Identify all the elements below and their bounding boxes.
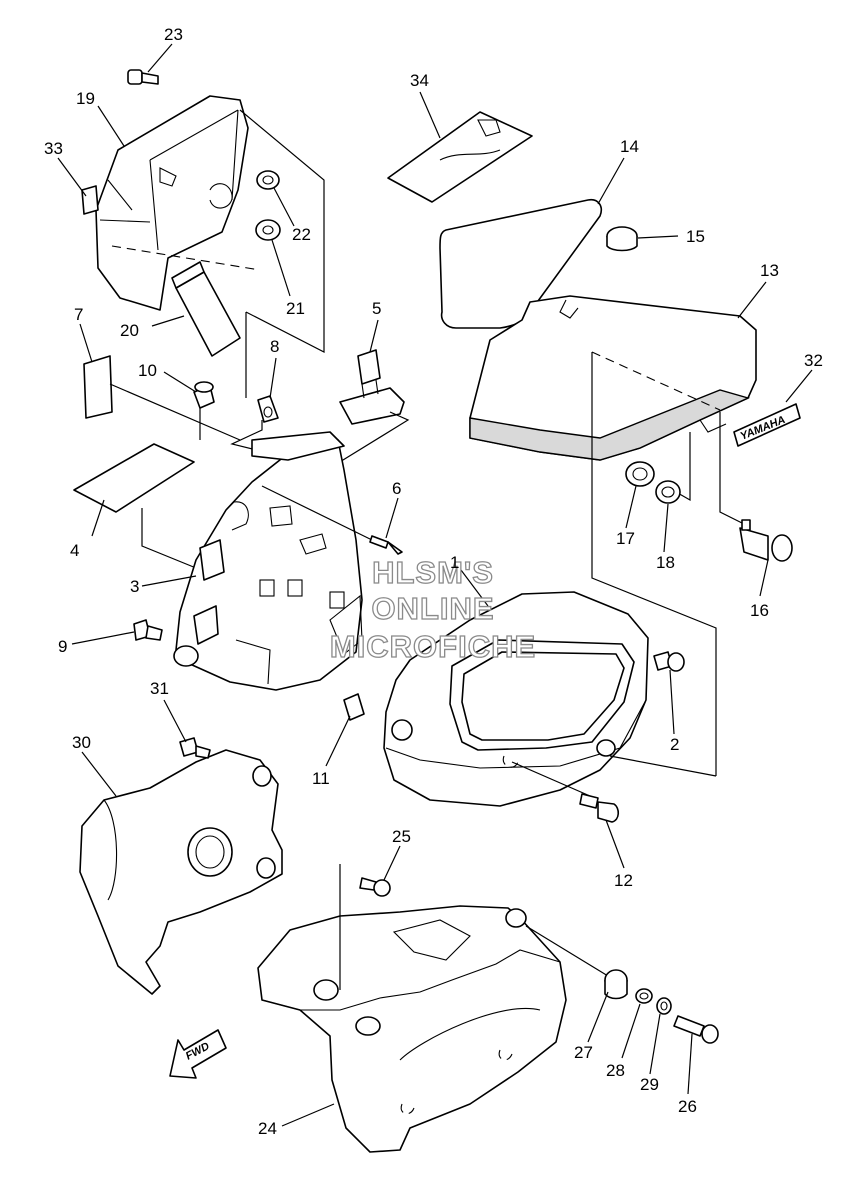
fwd-arrow-icon: FWD [169, 1029, 227, 1079]
callout-4: 4 [70, 541, 79, 560]
watermark-line-3: MICROFICHE [330, 629, 536, 664]
callout-19: 19 [76, 89, 95, 108]
callout-numbers: 23 19 33 22 21 20 7 10 8 5 34 14 15 13 3… [44, 25, 823, 1138]
callout-26: 26 [678, 1097, 697, 1116]
callout-9: 9 [58, 637, 67, 656]
callout-11: 11 [312, 769, 330, 788]
part-6-pin[interactable] [261, 485, 403, 555]
part-3-air-case[interactable] [173, 431, 363, 691]
callout-13: 13 [760, 261, 779, 280]
part-10-plug[interactable] [193, 381, 215, 409]
watermark: HLSM'S ONLINE MICROFICHE [329, 554, 536, 664]
callout-20: 20 [120, 321, 139, 340]
callout-5: 5 [372, 299, 381, 318]
part-9-bolt[interactable] [133, 619, 163, 641]
part-23-screw[interactable] [127, 69, 159, 85]
part-28-collar[interactable] [635, 988, 653, 1004]
callout-18: 18 [656, 553, 675, 572]
part-27-grommet[interactable] [604, 969, 628, 1000]
callout-16: 16 [750, 601, 769, 620]
part-4-pad[interactable] [73, 443, 195, 513]
part-33-decal[interactable] [81, 185, 99, 215]
callout-24: 24 [258, 1119, 277, 1138]
callout-33: 33 [44, 139, 63, 158]
callout-15: 15 [686, 227, 705, 246]
callout-25: 25 [392, 827, 411, 846]
part-29-washer[interactable] [656, 997, 672, 1015]
callout-10: 10 [138, 361, 157, 380]
part-19-side-cover[interactable] [95, 95, 249, 311]
part-20-damper[interactable] [171, 261, 241, 357]
part-24-crankcase-cover[interactable] [257, 905, 567, 1153]
callout-28: 28 [606, 1061, 625, 1080]
part-25-screw[interactable] [359, 877, 391, 897]
callout-1: 1 [450, 553, 459, 572]
part-1-air-cleaner[interactable] [383, 591, 649, 807]
callout-12: 12 [614, 871, 633, 890]
callout-6: 6 [392, 479, 401, 498]
part-8-clip[interactable] [257, 395, 279, 423]
part-11-clip[interactable] [343, 693, 365, 721]
part-30-cover[interactable] [79, 749, 283, 995]
part-5-bracket[interactable] [339, 349, 405, 425]
callout-8: 8 [270, 337, 279, 356]
watermark-line-2: ONLINE [371, 591, 494, 626]
callout-3: 3 [130, 577, 139, 596]
part-18-collar[interactable] [655, 480, 681, 504]
part-13-side-cover[interactable] [469, 295, 757, 461]
callout-21: 21 [286, 299, 305, 318]
callout-29: 29 [640, 1075, 659, 1094]
callout-7: 7 [74, 305, 83, 324]
callout-22: 22 [292, 225, 311, 244]
callout-31: 31 [150, 679, 169, 698]
part-34-pad[interactable] [387, 111, 533, 203]
callout-32: 32 [804, 351, 823, 370]
part-15-grommet[interactable] [606, 226, 638, 252]
callout-27: 27 [574, 1043, 593, 1062]
callout-leaders [57, 43, 813, 1127]
callout-30: 30 [72, 733, 91, 752]
part-22-grommet[interactable] [256, 170, 280, 190]
part-32-decal[interactable]: YAMAHA [733, 403, 801, 447]
part-31-screw[interactable] [179, 737, 211, 759]
part-2-bolt[interactable] [653, 651, 685, 672]
part-21-grommet[interactable] [255, 219, 281, 241]
part-7-pad[interactable] [83, 355, 113, 419]
callout-14: 14 [620, 137, 639, 156]
callout-23: 23 [164, 25, 183, 44]
watermark-line-1: HLSM'S [372, 555, 494, 590]
callout-34: 34 [410, 71, 429, 90]
part-17-grommet[interactable] [625, 461, 655, 487]
part-26-bolt[interactable] [673, 1015, 719, 1044]
callout-2: 2 [670, 735, 679, 754]
callout-17: 17 [616, 529, 635, 548]
part-14-pad[interactable] [439, 198, 603, 329]
part-12-bolt[interactable] [579, 793, 620, 823]
